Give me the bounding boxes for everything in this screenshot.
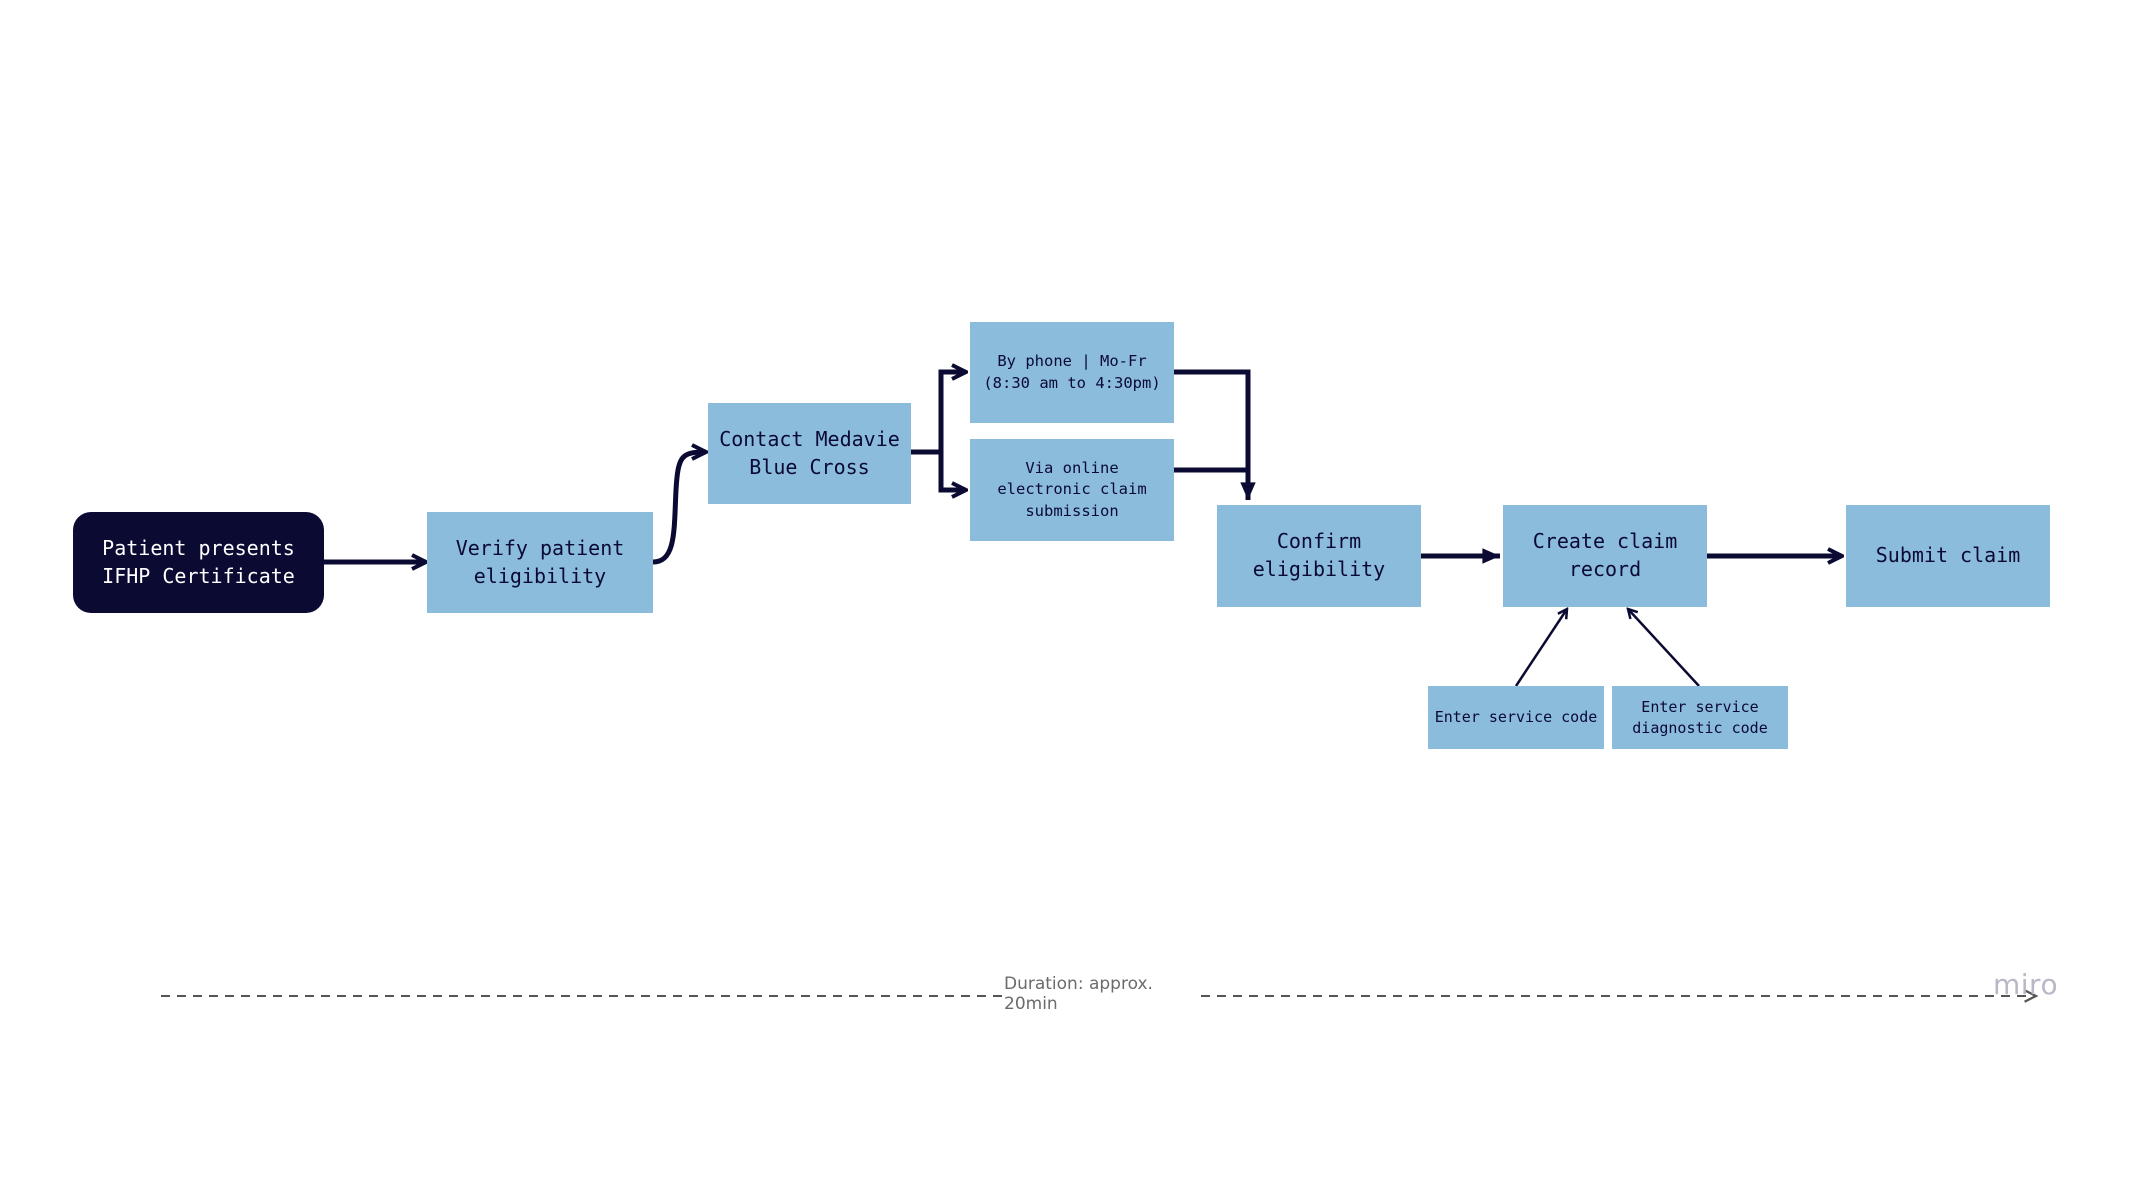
- by-phone-node[interactable]: By phone | Mo-Fr (8:30 am to 4:30pm): [970, 322, 1174, 423]
- timeline-duration-label: Duration: approx. 20min: [1004, 974, 1200, 1014]
- contact-medavie-node[interactable]: Contact Medavie Blue Cross: [708, 403, 911, 504]
- confirm-eligibility-node[interactable]: Confirm eligibility: [1217, 505, 1421, 607]
- enter-diagnostic-code-node[interactable]: Enter service diagnostic code: [1612, 686, 1788, 749]
- edge-service-code-to-create: [1514, 609, 1567, 687]
- miro-watermark-logo: miro: [1993, 968, 2059, 1001]
- edge-contact-to-phone: [911, 372, 966, 455]
- enter-service-code-node[interactable]: Enter service code: [1428, 686, 1604, 749]
- edge-diagnostic-code-to-create: [1628, 609, 1700, 687]
- start-node[interactable]: Patient presents IFHP Certificate: [73, 512, 324, 613]
- submit-claim-node[interactable]: Submit claim: [1846, 505, 2050, 607]
- create-claim-record-node[interactable]: Create claim record: [1503, 505, 1707, 607]
- edge-contact-to-online: [938, 452, 966, 490]
- verify-eligibility-node[interactable]: Verify patient eligibility: [427, 512, 653, 613]
- edge-verify-to-contact: [652, 452, 706, 565]
- online-submission-node[interactable]: Via online electronic claim submission: [970, 439, 1174, 541]
- edge-phone-to-confirm: [1174, 369, 1256, 500]
